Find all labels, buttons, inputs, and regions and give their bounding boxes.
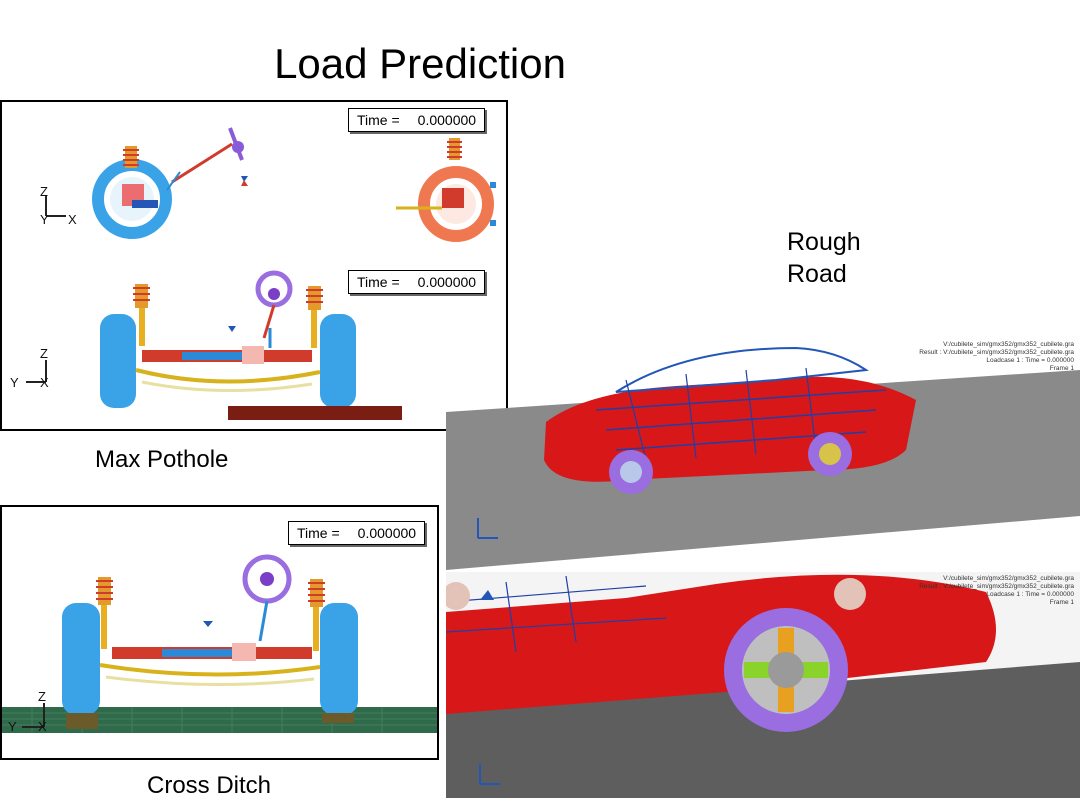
- pothole-steering-wheel-side: [228, 127, 248, 186]
- info-file: V:/cubilete_sim/gmx352/gmx352_cubilete.g…: [943, 341, 1074, 348]
- rough-road-full-vehicle-view[interactable]: [446, 340, 1080, 570]
- info-loadcase: Loadcase 1 : Time = 0.000000: [986, 357, 1074, 364]
- time-readout: Time = 0.000000: [288, 521, 426, 545]
- closeup-body: [446, 574, 996, 714]
- info-loadcase: Loadcase 1 : Time = 0.000000: [986, 591, 1074, 598]
- info-result: Result : V:/cubilete_sim/gmx352/gmx352_c…: [919, 583, 1074, 590]
- axis-z-label: Z: [40, 346, 48, 361]
- closeup-axis-triad: [479, 764, 500, 785]
- time-readout-bottom: Time = 0.000000: [348, 270, 486, 294]
- pothole-front-suspension: [100, 270, 402, 420]
- closeup-wheel: [724, 578, 866, 732]
- axis-z-label: Z: [40, 184, 48, 199]
- view-info-bottom: V:/cubilete_sim/gmx352/gmx352_cubilete.g…: [919, 575, 1074, 607]
- info-result: Result : V:/cubilete_sim/gmx352/gmx352_c…: [919, 349, 1074, 356]
- vehicle-wheels: [609, 432, 852, 494]
- ditch-scene: Z Y X: [2, 554, 437, 734]
- axis-z-label: Z: [38, 689, 46, 704]
- axis-y-label: Y: [10, 375, 19, 390]
- time-label: Time =: [297, 525, 340, 541]
- axis-x-label: X: [68, 212, 77, 227]
- time-label: Time =: [357, 274, 400, 290]
- caption-cross-ditch: Cross Ditch: [147, 772, 272, 799]
- info-file: V:/cubilete_sim/gmx352/gmx352_cubilete.g…: [943, 575, 1074, 582]
- time-value: 0.000000: [417, 112, 477, 128]
- time-label: Time =: [357, 112, 400, 128]
- view-info-top: V:/cubilete_sim/gmx352/gmx352_cubilete.g…: [919, 341, 1074, 373]
- axis-y-label: Y: [8, 719, 17, 734]
- axis-x-label: X: [38, 719, 47, 734]
- road-surface: [446, 662, 1080, 798]
- pothole-axis-triad-bottom: Z Y X: [10, 346, 49, 390]
- pothole-left-wheel-side-view: [92, 142, 233, 239]
- slide-title: Load Prediction: [274, 40, 566, 87]
- pothole-axis-triad-top: Z Y X: [40, 184, 77, 227]
- vehicle-body: [544, 346, 916, 482]
- axis-x-label: X: [40, 375, 49, 390]
- time-value: 0.000000: [417, 274, 477, 290]
- ditch-axis-triad: Z Y X: [8, 689, 47, 734]
- caption-rough-road: Rough Road: [787, 228, 861, 288]
- info-frame: Frame 1: [1049, 599, 1074, 606]
- pothole-scene: Z Y X: [10, 127, 496, 420]
- view-axis-triad: [477, 518, 498, 539]
- info-frame: Frame 1: [1049, 365, 1074, 372]
- time-value: 0.000000: [357, 525, 417, 541]
- rough-road-closeup-view[interactable]: [446, 572, 1080, 798]
- time-readout-top: Time = 0.000000: [348, 108, 486, 132]
- pothole-right-wheel-side-view: [396, 138, 496, 242]
- pothole-viewport[interactable]: Z Y X: [0, 100, 508, 431]
- caption-max-pothole: Max Pothole: [95, 446, 229, 473]
- ditch-viewport[interactable]: Z Y X Time = 0.000000: [0, 505, 439, 760]
- axis-y-label: Y: [40, 212, 49, 227]
- ditch-suspension: [62, 554, 358, 729]
